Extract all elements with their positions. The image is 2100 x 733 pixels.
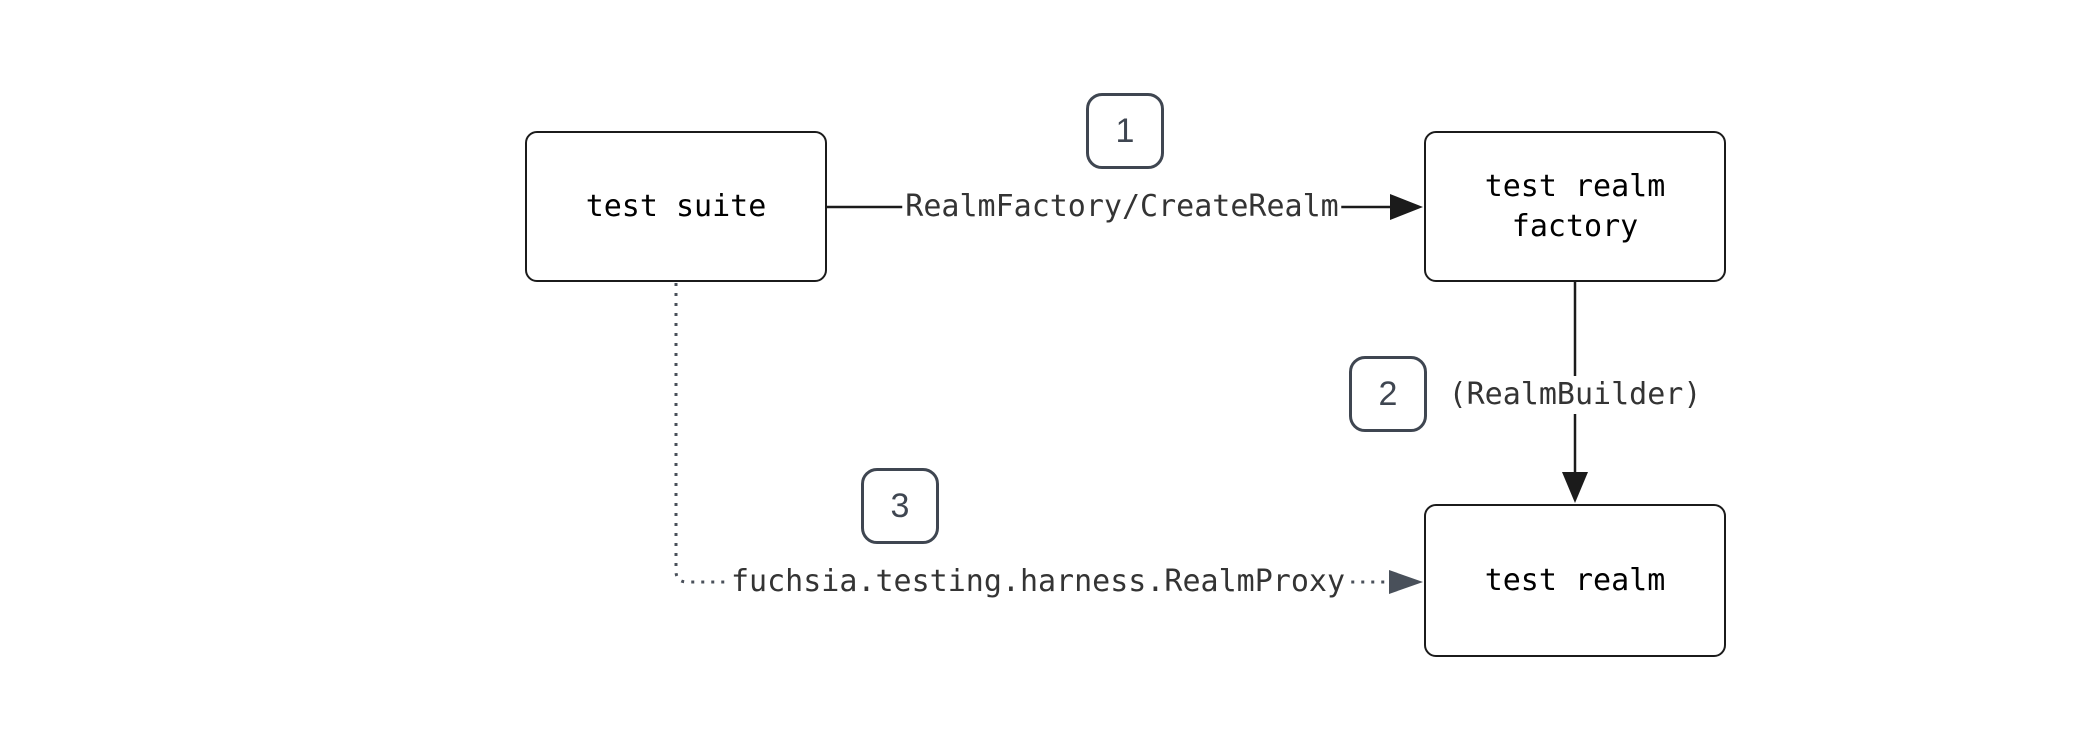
edge-3-dotted-line [674, 283, 1389, 584]
node-test-realm-factory: test realm factory [1424, 131, 1726, 282]
edge-3-label: fuchsia.testing.harness.RealmProxy [727, 563, 1349, 601]
step-badge-2-number: 2 [1378, 374, 1398, 413]
edge-1-label: RealmFactory/CreateRealm [902, 188, 1342, 226]
node-test-suite-label: test suite [585, 188, 767, 224]
node-test-realm: test realm [1424, 504, 1726, 657]
edge-3-arrowhead-icon [1389, 570, 1423, 594]
step-badge-1: 1 [1086, 93, 1164, 169]
node-test-realm-factory-label-line1: test realm [1484, 168, 1666, 204]
node-test-suite: test suite [525, 131, 827, 282]
edge-2-label: (RealmBuilder) [1445, 376, 1705, 414]
step-badge-2: 2 [1349, 356, 1427, 432]
step-badge-3: 3 [861, 468, 939, 544]
step-badge-3-number: 3 [890, 486, 910, 525]
node-test-realm-factory-label-line2: factory [1511, 208, 1639, 244]
node-test-realm-label: test realm [1484, 562, 1666, 598]
step-badge-1-number: 1 [1115, 111, 1135, 150]
edge-1-arrowhead-icon [1390, 194, 1423, 220]
edge-2-arrowhead-icon [1562, 472, 1588, 503]
